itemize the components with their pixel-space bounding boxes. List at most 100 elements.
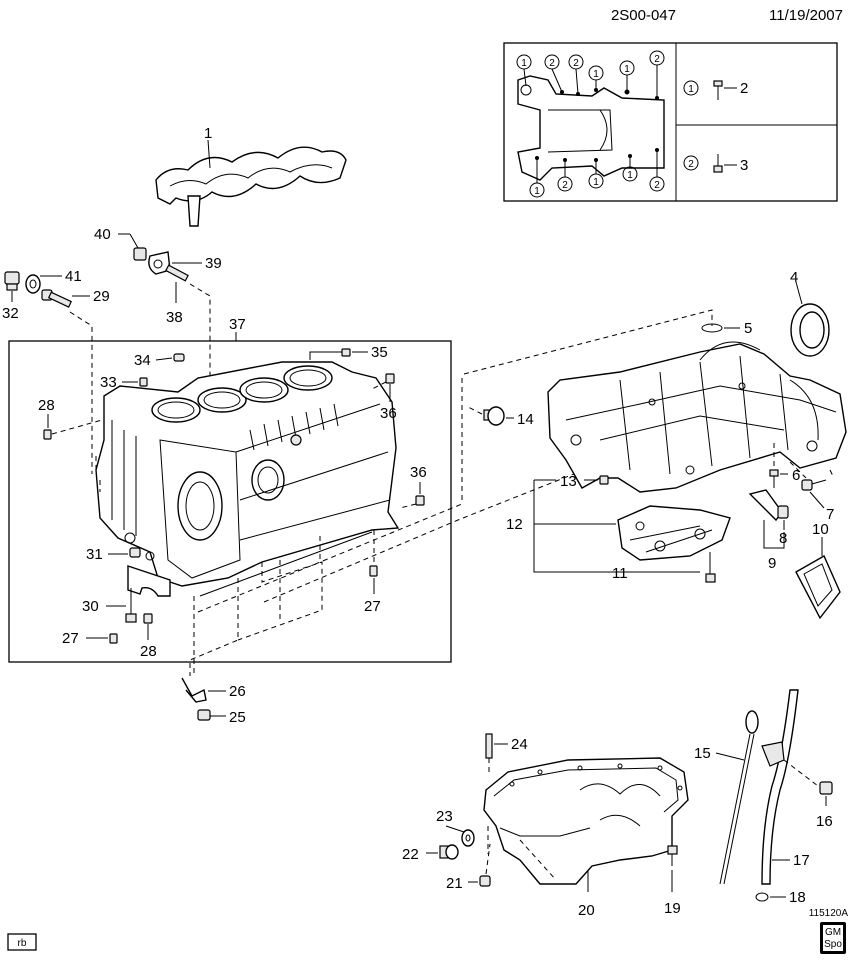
callout-35: 35 bbox=[371, 344, 388, 361]
oil-seal-4 bbox=[790, 303, 830, 357]
inset-marker-2: 2 bbox=[649, 176, 665, 192]
callout-28: 28 bbox=[140, 643, 157, 660]
lower-crankcase bbox=[547, 341, 847, 493]
bolt-7 bbox=[801, 479, 827, 491]
pin-36-upper bbox=[385, 373, 395, 384]
bolt-location-inset: 1 2 2 1 1 2 1 2 1 1 2 1 2 2 bbox=[503, 42, 838, 202]
svg-text:GM: GM bbox=[825, 927, 841, 938]
pin-28-lower bbox=[143, 613, 153, 624]
svg-text:2: 2 bbox=[654, 54, 660, 65]
callout-37: 37 bbox=[229, 316, 246, 333]
svg-text:2: 2 bbox=[654, 180, 660, 191]
callout-36: 36 bbox=[380, 405, 397, 422]
callout-31: 31 bbox=[86, 546, 103, 563]
pin-33 bbox=[139, 377, 148, 387]
callout-27: 27 bbox=[62, 630, 79, 647]
bolt-icon bbox=[713, 80, 723, 100]
guide-tube-17 bbox=[761, 689, 799, 885]
washer-41 bbox=[25, 274, 41, 294]
callout-29: 29 bbox=[93, 288, 110, 305]
inset-marker-1: 1 bbox=[588, 173, 604, 189]
bolt-6 bbox=[769, 469, 779, 488]
svg-text:2: 2 bbox=[688, 159, 694, 170]
bolt-29 bbox=[41, 289, 73, 308]
bolt-8 bbox=[777, 505, 789, 519]
stud-38 bbox=[165, 264, 189, 282]
figure-code: 115120A bbox=[809, 908, 849, 919]
callout-26: 26 bbox=[229, 683, 246, 700]
bolt-25 bbox=[197, 709, 211, 721]
diagram-date: 11/19/2007 bbox=[769, 7, 843, 24]
svg-text:Spo: Spo bbox=[824, 939, 842, 950]
o-ring-5 bbox=[701, 323, 723, 333]
callout-7: 7 bbox=[826, 506, 834, 523]
inset-marker-1: 1 bbox=[516, 54, 532, 70]
legend-part-2: 2 bbox=[740, 80, 748, 97]
callout-33: 33 bbox=[100, 374, 117, 391]
svg-text:2: 2 bbox=[573, 58, 579, 69]
gm-spo-logo: GM Spo bbox=[820, 922, 846, 954]
svg-text:1: 1 bbox=[593, 69, 599, 80]
callout-27: 27 bbox=[364, 598, 381, 615]
bolt-icon bbox=[713, 154, 723, 173]
dipstick-15 bbox=[719, 710, 759, 885]
callout-18: 18 bbox=[789, 889, 806, 906]
inset-marker-2: 2 bbox=[557, 176, 573, 192]
callout-41: 41 bbox=[65, 268, 82, 285]
inset-marker-1: 1 bbox=[588, 65, 604, 81]
legend-marker-1: 1 bbox=[683, 80, 699, 96]
callout-40: 40 bbox=[94, 226, 111, 243]
callout-24: 24 bbox=[511, 736, 528, 753]
callout-36: 36 bbox=[410, 464, 427, 481]
stiffener-plate bbox=[517, 75, 665, 181]
baffle-plate-10 bbox=[795, 555, 841, 620]
callout-22: 22 bbox=[402, 846, 419, 863]
inset-marker-1: 1 bbox=[619, 60, 635, 76]
head-cover-gasket bbox=[155, 146, 347, 227]
oil-jet-26 bbox=[181, 677, 207, 703]
bolt-19 bbox=[667, 845, 678, 866]
inset-marker-1: 1 bbox=[529, 182, 545, 198]
callout-30: 30 bbox=[82, 598, 99, 615]
callout-14: 14 bbox=[517, 411, 534, 428]
inset-marker-1: 1 bbox=[622, 166, 638, 182]
callout-16: 16 bbox=[816, 813, 833, 830]
svg-text:1: 1 bbox=[521, 58, 527, 69]
bolt-11 bbox=[705, 552, 716, 583]
pin-31 bbox=[129, 547, 141, 558]
callout-34: 34 bbox=[134, 352, 151, 369]
plug-32 bbox=[4, 271, 20, 291]
diagram-id: 2S00-047 bbox=[611, 7, 676, 24]
inset-marker-2: 2 bbox=[544, 54, 560, 70]
callout-4: 4 bbox=[790, 269, 798, 286]
callout-19: 19 bbox=[664, 900, 681, 917]
svg-text:1: 1 bbox=[688, 84, 694, 95]
plug-14 bbox=[483, 406, 505, 426]
bolt-16 bbox=[819, 781, 833, 795]
pin-35 bbox=[341, 348, 351, 357]
dowel-34 bbox=[173, 353, 185, 362]
callout-1: 1 bbox=[204, 125, 212, 142]
callout-20: 20 bbox=[578, 902, 595, 919]
drain-plug-22 bbox=[439, 844, 459, 860]
callout-32: 32 bbox=[2, 305, 19, 322]
callout-38: 38 bbox=[166, 309, 183, 326]
rb-badge: rb bbox=[7, 933, 37, 951]
callout-6: 6 bbox=[792, 467, 800, 484]
nut-21 bbox=[479, 875, 491, 887]
pin-13 bbox=[599, 475, 609, 485]
pin-27-left bbox=[109, 633, 118, 644]
svg-text:1: 1 bbox=[593, 177, 599, 188]
svg-text:rb: rb bbox=[18, 938, 27, 949]
legend-part-3: 3 bbox=[740, 157, 748, 174]
svg-text:1: 1 bbox=[627, 170, 633, 181]
legend-marker-2: 2 bbox=[683, 155, 699, 171]
callout-11: 11 bbox=[612, 565, 628, 582]
svg-text:1: 1 bbox=[624, 64, 630, 75]
bearing-cap bbox=[127, 565, 171, 597]
svg-text:2: 2 bbox=[549, 58, 555, 69]
callout-39: 39 bbox=[205, 255, 222, 272]
callout-15: 15 bbox=[694, 745, 711, 762]
svg-text:2: 2 bbox=[562, 180, 568, 191]
